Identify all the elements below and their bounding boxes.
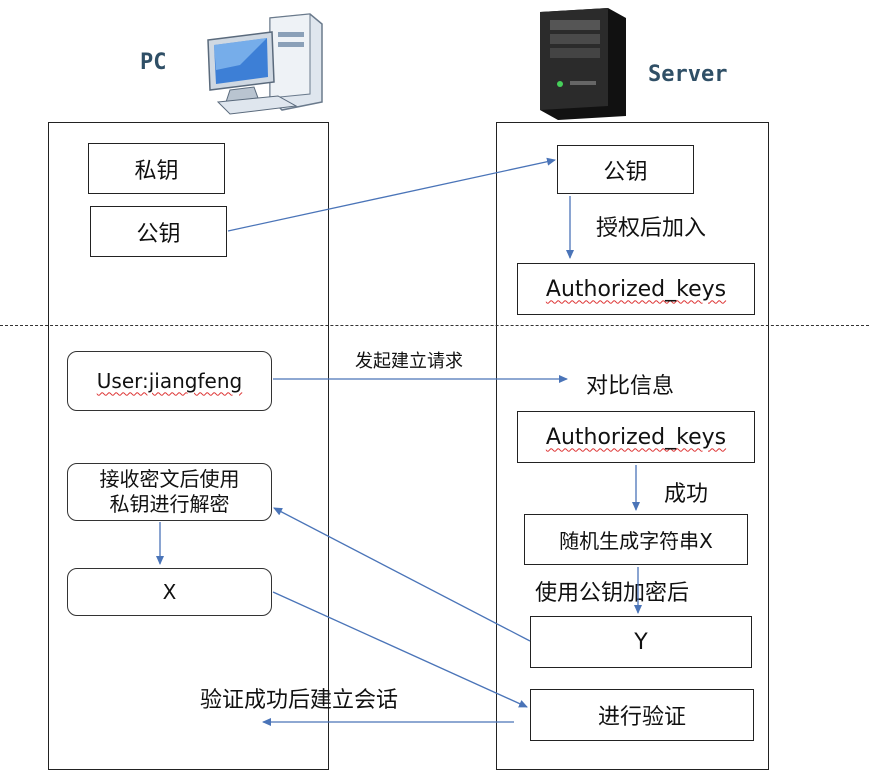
computer-icon (200, 10, 325, 115)
y-value-box: Y (530, 616, 752, 668)
authorized-keys-bottom-label: Authorized_keys (545, 424, 727, 450)
authorized-keys-top-label: Authorized_keys (545, 276, 727, 302)
pc-heading: PC (140, 50, 167, 75)
pc-public-key: 公钥 (90, 206, 227, 257)
phase-divider (0, 325, 869, 326)
pc-decrypt-step: 接收密文后使用 私钥进行解密 (67, 463, 272, 521)
success-label: 成功 (664, 482, 709, 507)
random-string-box: 随机生成字符串X (524, 514, 748, 565)
pc-column (48, 122, 329, 770)
pc-private-key: 私钥 (88, 143, 225, 194)
verify-success-label: 验证成功后建立会话 (200, 688, 399, 713)
pc-x-value: X (67, 568, 272, 616)
authorize-label: 授权后加入 (596, 216, 707, 241)
encrypt-label: 使用公钥加密后 (535, 581, 690, 606)
server-tower-icon (530, 4, 632, 122)
server-heading: Server (648, 62, 728, 87)
pc-user-label: User:jiangfeng (96, 368, 243, 393)
server-public-key: 公钥 (557, 145, 694, 194)
request-label: 发起建立请求 (355, 351, 463, 372)
authorized-keys-top-box: Authorized_keys (517, 263, 755, 315)
verify-box: 进行验证 (530, 689, 754, 741)
compare-label: 对比信息 (586, 374, 675, 399)
server-column (496, 122, 769, 770)
pc-user-box: User:jiangfeng (67, 351, 272, 411)
authorized-keys-bottom-box: Authorized_keys (517, 411, 755, 463)
